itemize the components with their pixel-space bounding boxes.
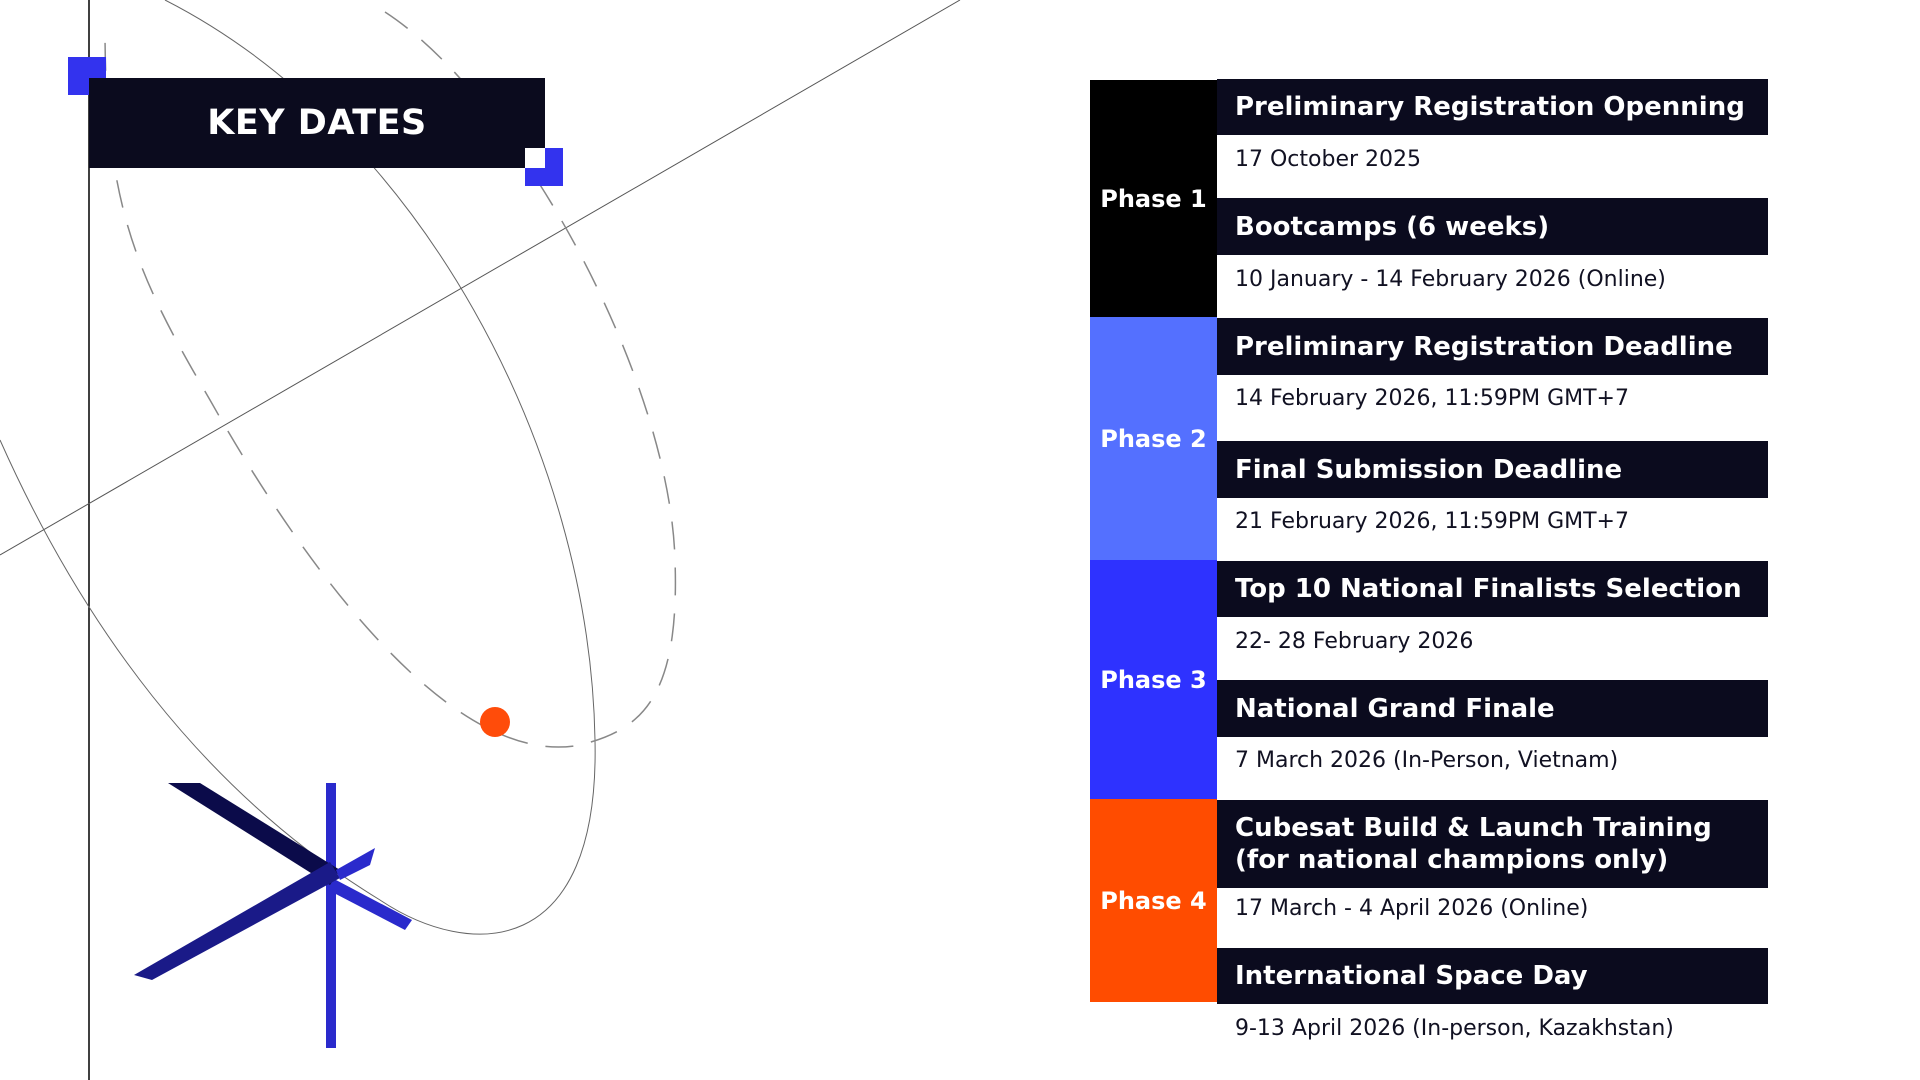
event-title: Bootcamps (6 weeks) [1235, 211, 1550, 242]
event-date: 21 February 2026, 11:59PM GMT+7 [1235, 509, 1629, 534]
orange-dot [480, 707, 510, 737]
phase-4-label: Phase 4 [1100, 886, 1207, 915]
event-date: 17 March - 4 April 2026 (Online) [1235, 896, 1589, 921]
event-header: Final Submission Deadline [1217, 441, 1768, 498]
diagonal-line [0, 0, 961, 556]
phase-4-block: Phase 4 [1090, 799, 1217, 1002]
event-title-line2: (for national champions only) [1235, 845, 1669, 875]
star-icon [134, 783, 412, 1048]
event-header: Preliminary Registration Deadline [1217, 318, 1768, 375]
corner-square-cutout [525, 148, 545, 168]
phase-2-block: Phase 2 [1090, 317, 1217, 560]
phase-1-block: Phase 1 [1090, 80, 1217, 317]
page-title: KEY DATES [89, 78, 545, 168]
event-title: International Space Day [1235, 961, 1588, 991]
event-title: Final Submission Deadline [1235, 454, 1623, 485]
event-date: 22- 28 February 2026 [1235, 629, 1474, 654]
event-date: 17 October 2025 [1235, 147, 1422, 172]
orbit-solid-ellipse [0, 0, 596, 935]
event-header: National Grand Finale [1217, 680, 1768, 737]
phase-3-block: Phase 3 [1090, 560, 1217, 799]
phase-2-label: Phase 2 [1100, 424, 1207, 453]
event-title: Preliminary Registration Deadline [1235, 331, 1733, 362]
event-title: Cubesat Build & Launch Training [1235, 813, 1712, 843]
event-header: International Space Day [1217, 948, 1768, 1004]
event-date: 7 March 2026 (In-Person, Vietnam) [1235, 748, 1619, 773]
event-date: 9-13 April 2026 (In-person, Kazakhstan) [1235, 1016, 1674, 1041]
event-header: Preliminary Registration Openning [1217, 79, 1768, 135]
event-title: Top 10 National Finalists Selection [1235, 574, 1742, 604]
event-header: Top 10 National Finalists Selection [1217, 561, 1768, 617]
event-title: Preliminary Registration Openning [1235, 92, 1745, 122]
event-title: National Grand Finale [1235, 693, 1555, 724]
event-header: Cubesat Build & Launch Training (for nat… [1217, 800, 1768, 888]
event-date: 10 January - 14 February 2026 (Online) [1235, 267, 1666, 292]
orbit-dashed-ellipse [104, 11, 677, 748]
event-date: 14 February 2026, 11:59PM GMT+7 [1235, 386, 1629, 411]
phase-1-label: Phase 1 [1100, 184, 1207, 213]
event-header: Bootcamps (6 weeks) [1217, 198, 1768, 255]
phase-3-label: Phase 3 [1100, 665, 1207, 694]
